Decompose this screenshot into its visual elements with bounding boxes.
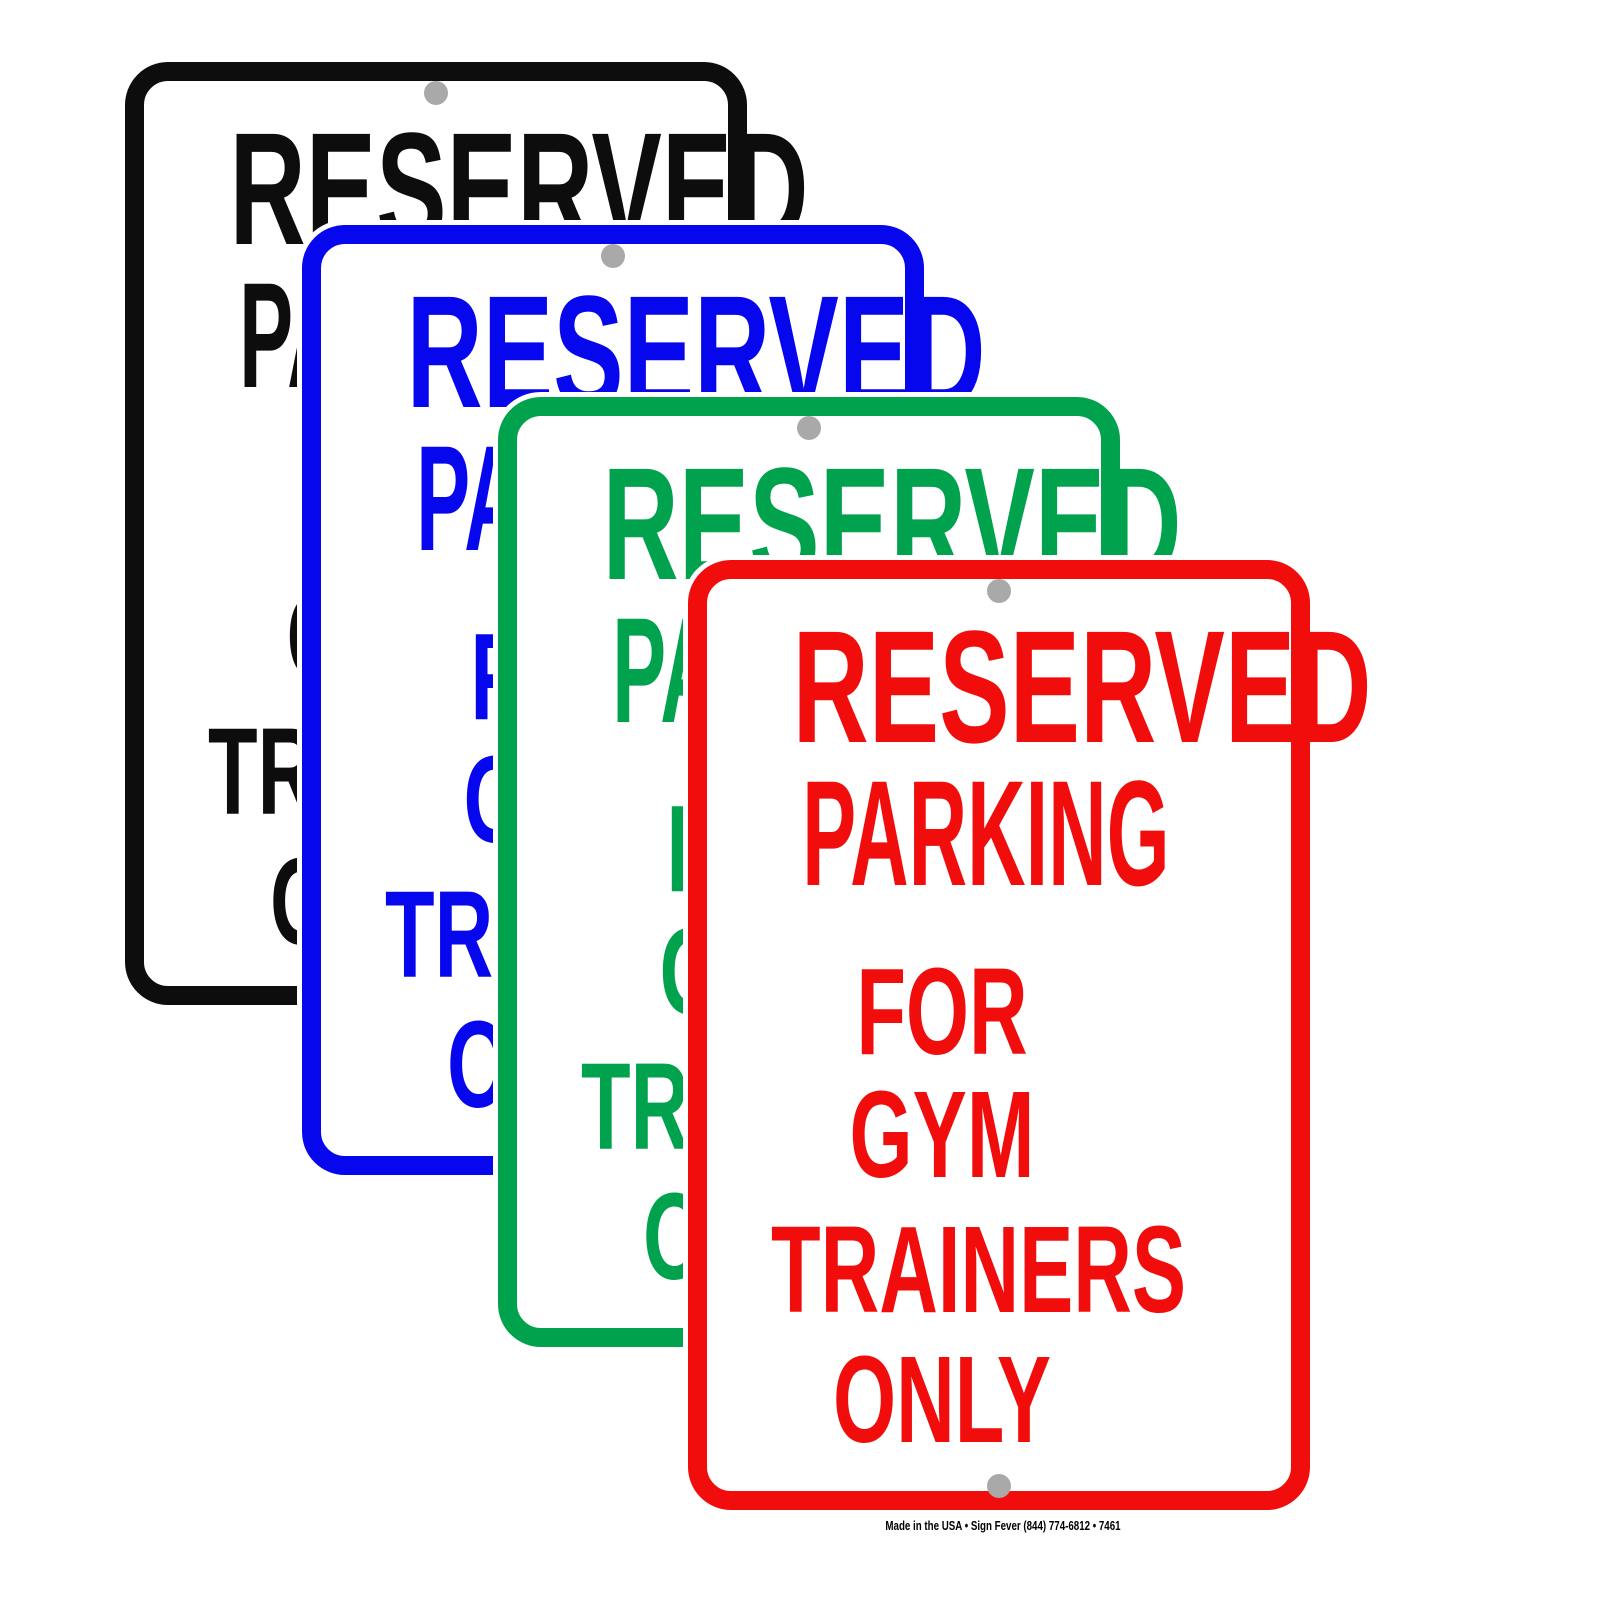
mounting-hole-bottom xyxy=(987,1474,1011,1498)
mounting-hole-top xyxy=(987,579,1011,603)
sign-line-gym: GYM xyxy=(849,1067,1035,1204)
mounting-hole-top xyxy=(424,81,448,105)
sign-line-parking: PARKING xyxy=(802,749,1170,917)
sign-line-reserved: RESERVED xyxy=(792,597,1372,776)
parking-sign-red: RESERVED PARKING FOR GYM TRAINERS ONLY xyxy=(683,555,1372,1515)
footer-text: Made in the USA • Sign Fever (844) 774-6… xyxy=(885,1518,1121,1533)
mounting-hole-top xyxy=(601,244,625,268)
sign-line-for: FOR xyxy=(856,944,1028,1081)
sign-line-only: ONLY xyxy=(832,1332,1052,1469)
sign-line-trainers: TRAINERS xyxy=(771,1202,1187,1339)
mounting-hole-top xyxy=(797,416,821,440)
